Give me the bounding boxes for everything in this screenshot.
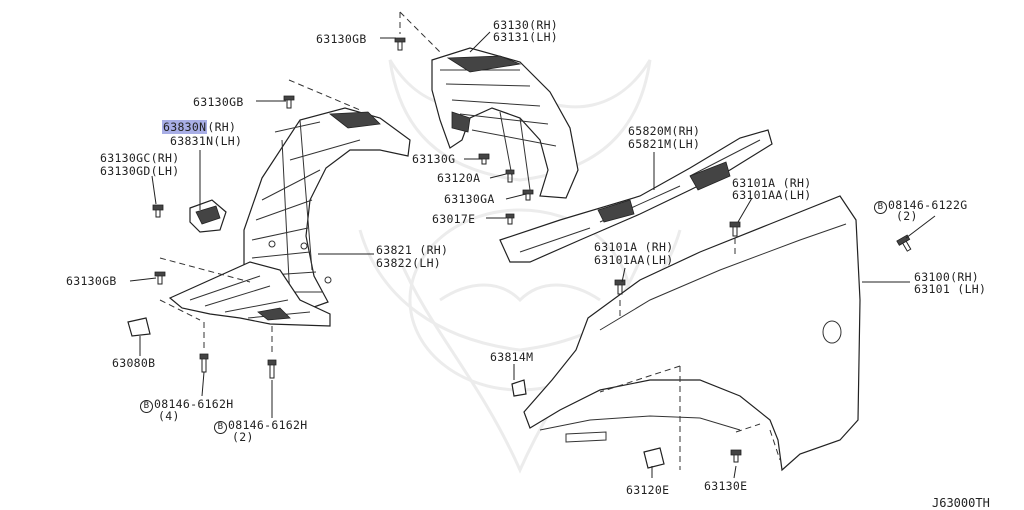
fender-bracket — [189, 199, 227, 233]
label-63017e: 63017E — [432, 212, 476, 226]
label-63830n-side: (RH) — [207, 120, 237, 134]
label-63831n: 63831N(LH) — [170, 134, 243, 148]
front-fender-panel — [523, 195, 861, 472]
label-63130e: 63130E — [704, 479, 748, 493]
label-63130gc: 63130GC(RH) — [100, 151, 180, 165]
label-63130gb-top: 63130GB — [316, 32, 367, 46]
bolt-b-symbol: B — [874, 201, 887, 214]
fasteners — [152, 37, 912, 463]
highlighted-part-number[interactable]: 63830N — [162, 120, 208, 134]
bolt-b-symbol: B — [214, 421, 227, 434]
label-63120e: 63120E — [626, 483, 670, 497]
label-63130gb-low: 63130GB — [66, 274, 117, 288]
fender-seal-strip — [499, 129, 773, 263]
label-08146-6162h-b-number: 08146-6162H — [228, 418, 308, 432]
diagram-code: J63000TH — [932, 496, 990, 510]
label-63120a: 63120A — [437, 171, 481, 185]
label-08146-6162h-a-qty: (4) — [158, 409, 180, 423]
bolt-b-symbol: B — [140, 400, 153, 413]
label-63130g: 63130G — [412, 152, 456, 166]
label-08146-6122g-number: 08146-6122G — [888, 198, 968, 212]
label-63131-lh: 63131(LH) — [493, 30, 559, 44]
label-63101: 63101 (LH) — [914, 282, 987, 296]
assembly-dashed-lines — [159, 11, 781, 470]
label-08146-6122g-qty: (2) — [896, 209, 918, 223]
label-63130gb-mid: 63130GB — [193, 95, 244, 109]
label-63101aa-upper: 63101AA(LH) — [732, 188, 812, 202]
label-63101aa-lower: 63101AA(LH) — [594, 253, 674, 267]
label-63130-rh: 63130(RH) — [493, 18, 559, 32]
label-65821m: 65821M(LH) — [628, 137, 701, 151]
label-63830n: 63830N(RH) — [162, 120, 237, 134]
label-63101a-upper: 63101A (RH) — [732, 176, 812, 190]
clip-63120e — [643, 447, 665, 469]
rear-fender-liner — [431, 47, 579, 199]
clip-63814m — [511, 379, 527, 397]
leader-lines — [129, 31, 936, 479]
label-63814m: 63814M — [490, 350, 534, 364]
label-08146-6162h-a-number: 08146-6162H — [154, 397, 234, 411]
label-63101a-lower: 63101A (RH) — [594, 240, 674, 254]
label-65820m: 65820M(RH) — [628, 124, 701, 138]
label-63821: 63821 (RH) — [376, 243, 449, 257]
clip-63080b — [127, 317, 151, 337]
label-63100: 63100(RH) — [914, 270, 980, 284]
label-63130gd: 63130GD(LH) — [100, 164, 180, 178]
label-63130ga: 63130GA — [444, 192, 495, 206]
label-08146-6162h-b-qty: (2) — [232, 430, 254, 444]
label-63822: 63822(LH) — [376, 256, 442, 270]
splash-shield — [168, 261, 331, 327]
label-63080b: 63080B — [112, 356, 156, 370]
front-fender-liner — [243, 107, 411, 313]
